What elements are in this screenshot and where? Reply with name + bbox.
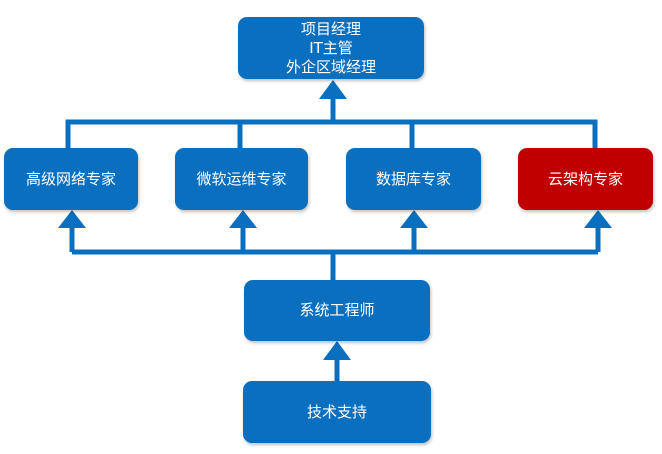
node-database-expert: 数据库专家 bbox=[346, 148, 481, 210]
node-label: 云架构专家 bbox=[547, 169, 623, 188]
node-label: 数据库专家 bbox=[375, 169, 451, 188]
node-tech-support: 技术支持 bbox=[243, 381, 431, 443]
node-project-manager: 项目经理 IT主管 外企区域经理 bbox=[238, 17, 424, 79]
node-microsoft-ops-expert: 微软运维专家 bbox=[175, 148, 308, 210]
arrow-to-manager bbox=[319, 80, 347, 99]
node-cloud-architect: 云架构专家 bbox=[518, 148, 653, 210]
top-connector bbox=[65, 97, 598, 148]
node-label: 系统工程师 bbox=[299, 301, 375, 319]
node-label: 项目经理 bbox=[300, 19, 361, 38]
node-label: IT主管 bbox=[309, 38, 353, 57]
node-label: 外企区域经理 bbox=[285, 57, 376, 76]
node-label: 微软运维专家 bbox=[196, 169, 287, 188]
arrow-to-cloud bbox=[584, 210, 612, 228]
node-label: 技术支持 bbox=[306, 402, 367, 421]
arrow-to-ms-ops bbox=[229, 210, 257, 228]
node-label: 高级网络专家 bbox=[25, 169, 116, 188]
node-network-expert: 高级网络专家 bbox=[4, 148, 138, 210]
node-system-engineer: 系统工程师 bbox=[244, 280, 430, 341]
arrow-to-sysadmin bbox=[323, 341, 351, 360]
arrow-to-database bbox=[400, 210, 428, 228]
bottom-connector bbox=[69, 226, 601, 280]
arrow-to-network bbox=[58, 210, 86, 228]
